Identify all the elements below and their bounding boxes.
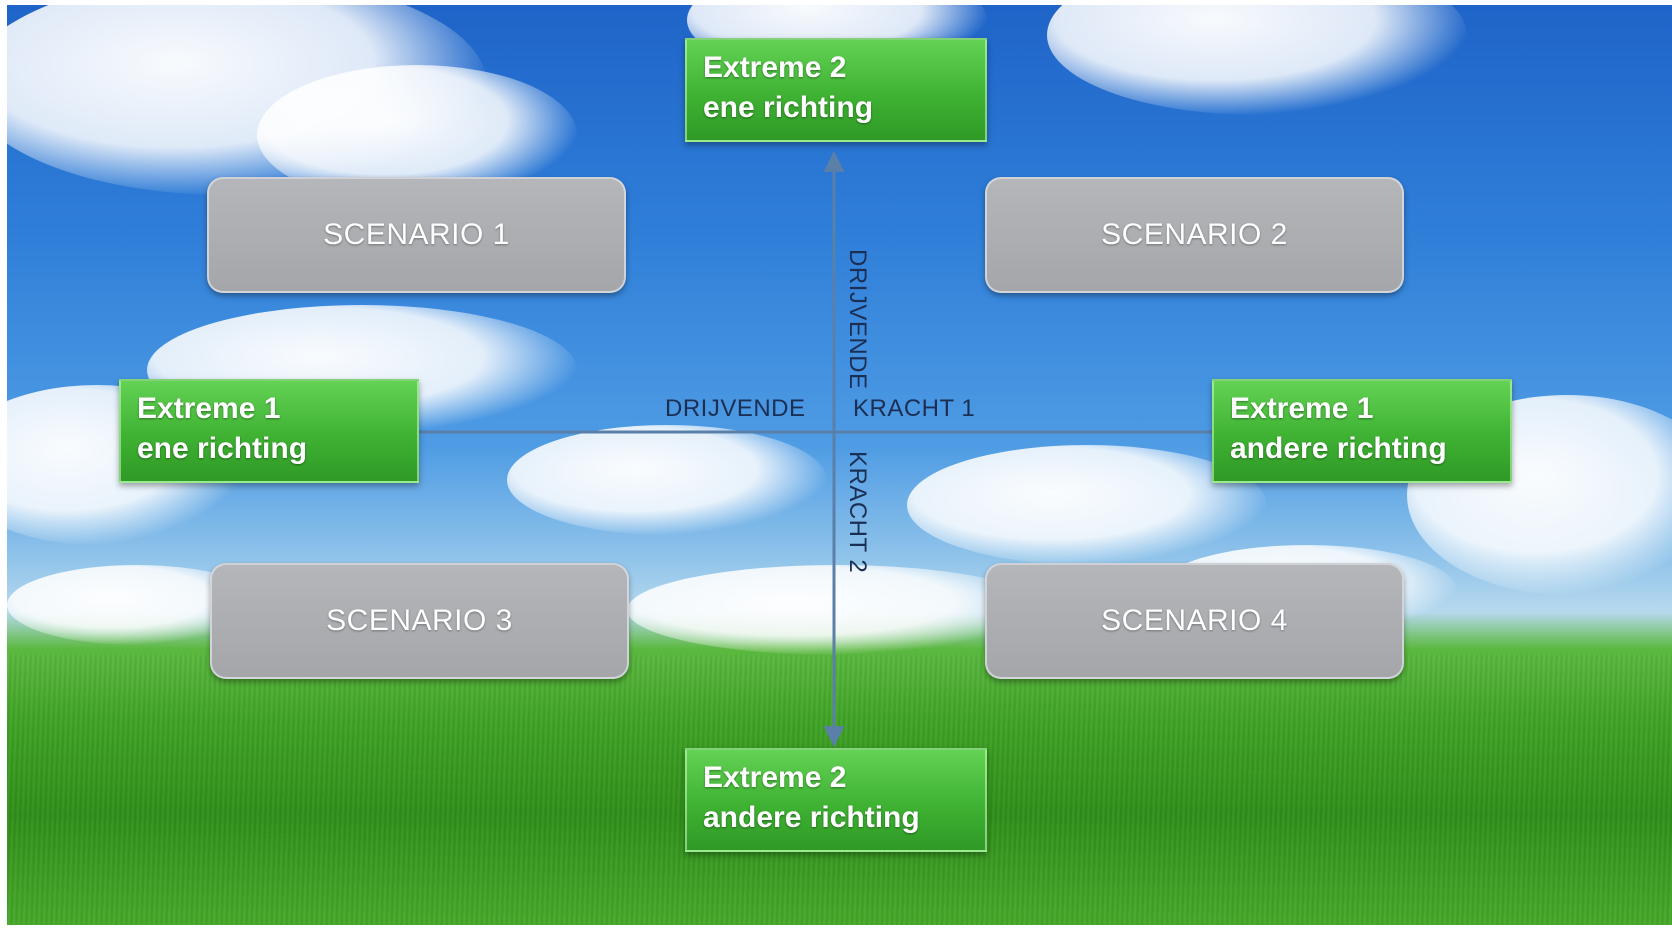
scenario-2-box: SCENARIO 2 xyxy=(985,177,1404,293)
extreme-1-left-line1: Extreme 1 xyxy=(137,392,281,425)
diagram-canvas: SCENARIO 1 SCENARIO 2 SCENARIO 3 SCENARI… xyxy=(7,5,1672,925)
cloud xyxy=(507,425,827,535)
horizontal-axis-label-word2: KRACHT 1 xyxy=(853,395,976,422)
scenario-3-box: SCENARIO 3 xyxy=(210,563,629,679)
extreme-2-top-box: Extreme 2 ene richting xyxy=(685,38,987,142)
vertical-axis-label-word2: KRACHT 2 xyxy=(844,451,871,574)
extreme-1-right-line2: andere richting xyxy=(1230,432,1447,465)
extreme-2-bottom-line1: Extreme 2 xyxy=(703,761,847,794)
cloud xyxy=(907,445,1267,565)
scenario-2-label: SCENARIO 2 xyxy=(1101,218,1288,251)
extreme-1-left-box: Extreme 1 ene richting xyxy=(119,379,419,483)
extreme-2-top-line1: Extreme 2 xyxy=(703,51,847,84)
extreme-1-right-line1: Extreme 1 xyxy=(1230,392,1374,425)
extreme-2-bottom-box: Extreme 2 andere richting xyxy=(685,748,987,852)
scenario-4-box: SCENARIO 4 xyxy=(985,563,1404,679)
horizontal-axis-label-word1: DRIJVENDE xyxy=(665,395,806,422)
axes-lines xyxy=(419,150,1215,748)
extreme-2-top-line2: ene richting xyxy=(703,91,874,124)
scenario-3-label: SCENARIO 3 xyxy=(326,604,513,637)
extreme-2-bottom-line2: andere richting xyxy=(703,801,920,834)
vertical-axis-label-word1: DRIJVENDE xyxy=(844,249,871,390)
scenario-4-label: SCENARIO 4 xyxy=(1101,604,1288,637)
scenario-1-box: SCENARIO 1 xyxy=(207,177,626,293)
extreme-1-left-line2: ene richting xyxy=(137,432,308,465)
extreme-1-right-box: Extreme 1 andere richting xyxy=(1212,379,1512,483)
scenario-1-label: SCENARIO 1 xyxy=(323,218,510,251)
